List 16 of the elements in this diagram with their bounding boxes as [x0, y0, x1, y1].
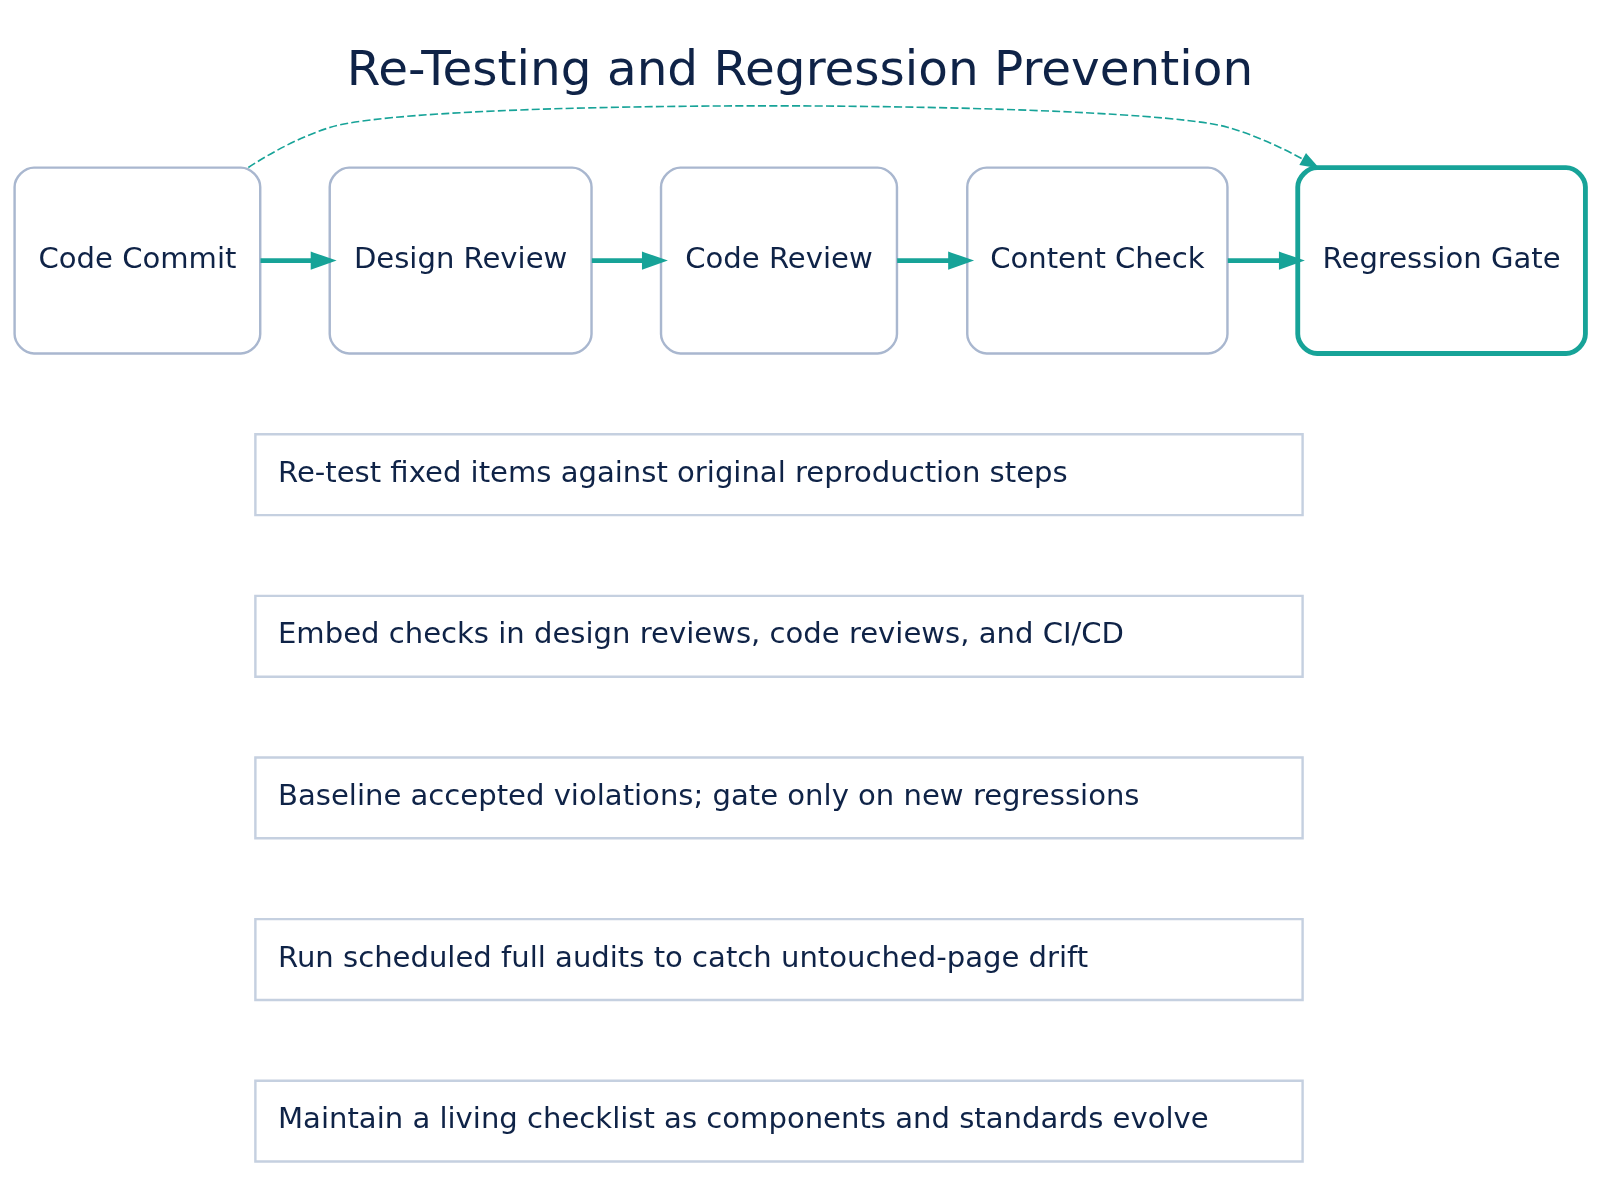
label: Maintain a living checklist as components and standards evolve — [278, 1100, 1209, 1135]
label: Run scheduled full audits to catch untouched-page drift — [278, 939, 1089, 974]
label: Embed checks in design reviews, code reviews, and CI/CD — [278, 615, 1125, 650]
label: Re-test fixed items against original reproduction steps — [278, 454, 1068, 489]
arrow — [247, 104, 1320, 169]
arrow — [897, 251, 975, 270]
arrow — [260, 251, 337, 270]
node-box: Code Review — [659, 165, 899, 355]
node-box: Design Review — [328, 165, 593, 355]
label: Baseline accepted violations; gate only on new regressions — [278, 777, 1140, 812]
arrow — [1227, 251, 1305, 270]
node-box: Content Check — [966, 165, 1229, 355]
diagram-title: Re-Testing and Regression Prevention — [346, 39, 1254, 96]
node-box: Code Commit — [13, 165, 262, 355]
node-box: Regression Gate — [1295, 164, 1588, 356]
arrow — [591, 251, 668, 270]
